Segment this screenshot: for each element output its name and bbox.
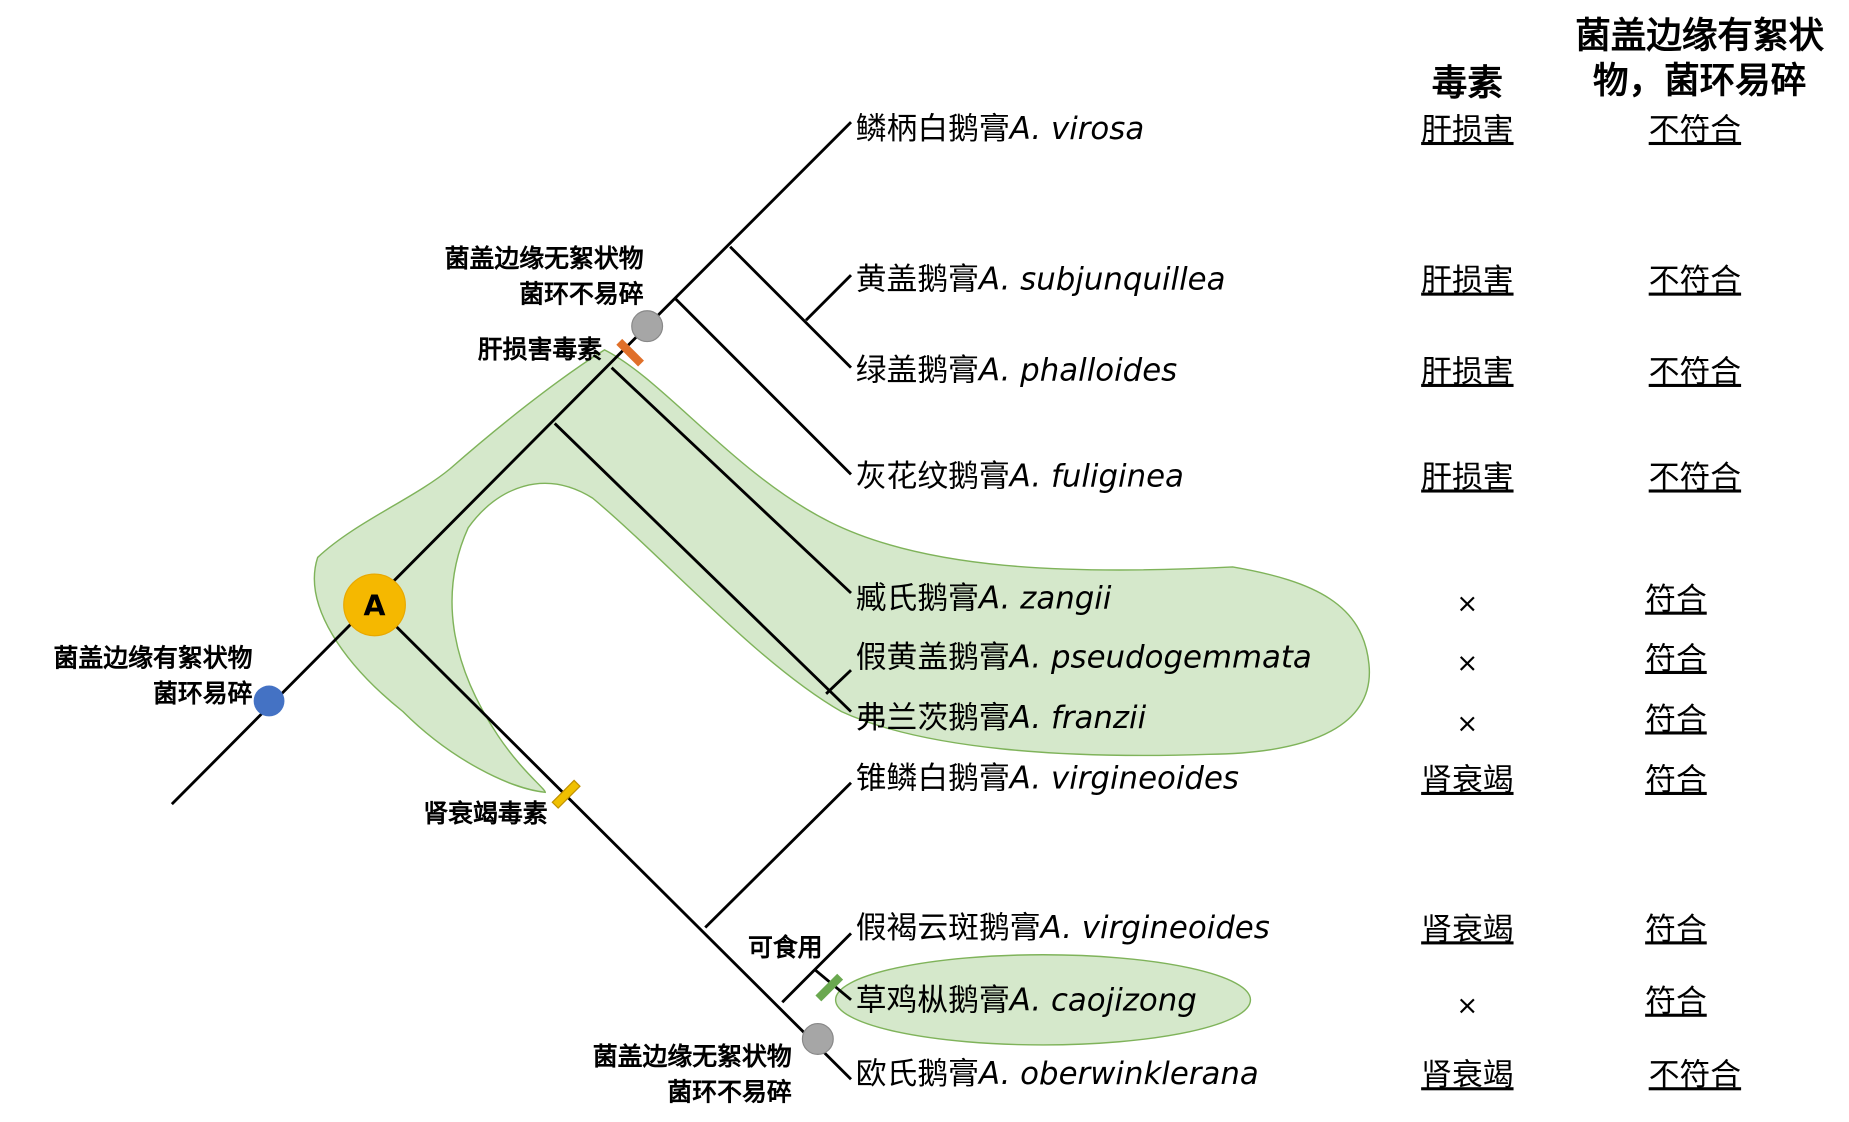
taxon-row: 欧氏鹅膏A. oberwinklerana 肾衰竭 不符合	[856, 1056, 1741, 1093]
toxin-cell: 肝损害	[1421, 459, 1513, 495]
kidney-toxin-label: 肾衰竭毒素	[423, 799, 547, 828]
taxon-row: 灰花纹鹅膏A. fuliginea 肝损害 不符合	[856, 458, 1741, 495]
trait-cell: 不符合	[1649, 112, 1741, 148]
taxon-name: 鳞柄白鹅膏A. virosa	[856, 111, 1144, 147]
trait-cell: 符合	[1645, 701, 1707, 737]
taxon-latin-name: A. phalloides	[977, 353, 1177, 389]
toxin-cell: ×	[1456, 991, 1478, 1021]
taxon-name: 假黄盖鹅膏A. pseudogemmata	[856, 640, 1312, 676]
toxin-column-header: 毒素	[1432, 63, 1503, 104]
taxon-name: 锥鳞白鹅膏A. virgineoides	[856, 761, 1239, 797]
taxon-row: 假褐云斑鹅膏A. virgineoides 肾衰竭 符合	[856, 910, 1707, 947]
taxon-latin-name: A. caojizong	[1008, 983, 1197, 1019]
trait-cell: 符合	[1645, 641, 1707, 677]
root-node	[253, 685, 285, 717]
toxin-cell: 肾衰竭	[1421, 762, 1513, 798]
liver-toxin-label: 肝损害毒素	[478, 335, 602, 364]
toxin-cell: 肝损害	[1421, 263, 1513, 299]
taxon-chinese-name: 草鸡枞鹅膏	[856, 983, 1010, 1019]
taxon-chinese-name: 锥鳞白鹅膏	[856, 761, 1010, 797]
trait-cell: 不符合	[1649, 354, 1741, 390]
taxon-latin-name: A. virosa	[1008, 111, 1144, 147]
taxon-row: 弗兰茨鹅膏A. franzii × 符合	[856, 700, 1707, 739]
kidney-toxin-marker	[551, 779, 581, 809]
taxon-chinese-name: 黄盖鹅膏	[856, 261, 979, 297]
taxon-chinese-name: 臧氏鹅膏	[856, 580, 979, 616]
taxon-name: 假褐云斑鹅膏A. virgineoides	[856, 910, 1270, 946]
toxin-cell: 肾衰竭	[1421, 911, 1513, 947]
taxon-chinese-name: 鳞柄白鹅膏	[856, 111, 1010, 147]
taxon-chinese-name: 绿盖鹅膏	[856, 353, 979, 389]
lower-grey-node	[801, 1022, 834, 1055]
edible-label: 可食用	[748, 933, 823, 962]
trait-cell: 符合	[1645, 984, 1707, 1020]
trait-cell: 不符合	[1649, 1057, 1741, 1093]
upper-label-1: 菌盖边缘无絮状物	[445, 244, 644, 273]
taxon-latin-name: A. subjunquillea	[977, 261, 1226, 297]
taxon-latin-name: A. pseudogemmata	[1008, 640, 1312, 676]
taxon-latin-name: A. oberwinklerana	[977, 1056, 1259, 1092]
taxon-latin-name: A. virgineoides	[1039, 910, 1270, 946]
taxon-chinese-name: 灰花纹鹅膏	[856, 458, 1010, 494]
trait-cell: 符合	[1645, 911, 1707, 947]
toxin-cell: 肾衰竭	[1421, 1057, 1513, 1093]
clade-a-label: A	[364, 590, 386, 623]
taxon-row: 黄盖鹅膏A. subjunquillea 肝损害 不符合	[856, 261, 1741, 298]
edible-marker	[815, 973, 844, 1002]
taxon-row: 锥鳞白鹅膏A. virgineoides 肾衰竭 符合	[856, 761, 1707, 798]
trait-cell: 不符合	[1649, 459, 1741, 495]
toxin-cell: ×	[1456, 709, 1478, 739]
taxon-name: 臧氏鹅膏A. zangii	[856, 580, 1112, 616]
upper-label-2: 菌环不易碎	[519, 279, 643, 308]
taxon-chinese-name: 弗兰茨鹅膏	[856, 700, 1010, 736]
trait-column-header-1: 菌盖边缘有絮状	[1575, 15, 1824, 56]
taxon-name: 黄盖鹅膏A. subjunquillea	[856, 261, 1226, 297]
edible-highlight	[834, 954, 1252, 1046]
trait-cell: 符合	[1645, 762, 1707, 798]
toxin-cell: 肝损害	[1421, 112, 1513, 148]
taxon-name: 灰花纹鹅膏A. fuliginea	[856, 458, 1184, 494]
taxon-row: 鳞柄白鹅膏A. virosa 肝损害 不符合	[856, 111, 1741, 148]
root-label-2: 菌环易碎	[153, 679, 253, 708]
taxon-chinese-name: 欧氏鹅膏	[856, 1056, 979, 1092]
toxin-cell: 肝损害	[1421, 354, 1513, 390]
taxon-name: 弗兰茨鹅膏A. franzii	[856, 700, 1147, 736]
taxon-latin-name: A. virgineoides	[1008, 761, 1239, 797]
lower-label-2: 菌环不易碎	[667, 1078, 791, 1107]
toxin-cell: ×	[1456, 648, 1478, 678]
toxin-cell: ×	[1456, 589, 1478, 619]
taxon-name: 欧氏鹅膏A. oberwinklerana	[856, 1056, 1259, 1092]
taxon-name: 草鸡枞鹅膏A. caojizong	[856, 983, 1197, 1019]
upper-grey-node	[631, 310, 664, 343]
trait-cell: 符合	[1645, 582, 1707, 618]
taxon-row: 绿盖鹅膏A. phalloides 肝损害 不符合	[856, 353, 1741, 390]
taxon-row: 草鸡枞鹅膏A. caojizong × 符合	[856, 983, 1707, 1022]
taxon-row: 假黄盖鹅膏A. pseudogemmata × 符合	[856, 640, 1707, 679]
taxon-latin-name: A. fuliginea	[1008, 458, 1184, 494]
taxon-latin-name: A. zangii	[977, 580, 1112, 616]
lower-label-1: 菌盖边缘无絮状物	[593, 1042, 792, 1071]
root-label-1: 菌盖边缘有絮状物	[54, 644, 253, 673]
taxon-chinese-name: 假褐云斑鹅膏	[856, 910, 1041, 946]
taxon-row: 臧氏鹅膏A. zangii × 符合	[856, 580, 1707, 619]
taxon-chinese-name: 假黄盖鹅膏	[856, 640, 1010, 676]
liver-toxin-marker	[616, 338, 644, 367]
trait-cell: 不符合	[1649, 263, 1741, 299]
clade-a-node	[343, 573, 406, 637]
taxon-name: 绿盖鹅膏A. phalloides	[856, 353, 1177, 389]
taxon-latin-name: A. franzii	[1008, 700, 1147, 736]
non-toxic-clade-highlight	[313, 349, 1371, 794]
trait-column-header-2: 物，菌环易碎	[1593, 61, 1806, 102]
